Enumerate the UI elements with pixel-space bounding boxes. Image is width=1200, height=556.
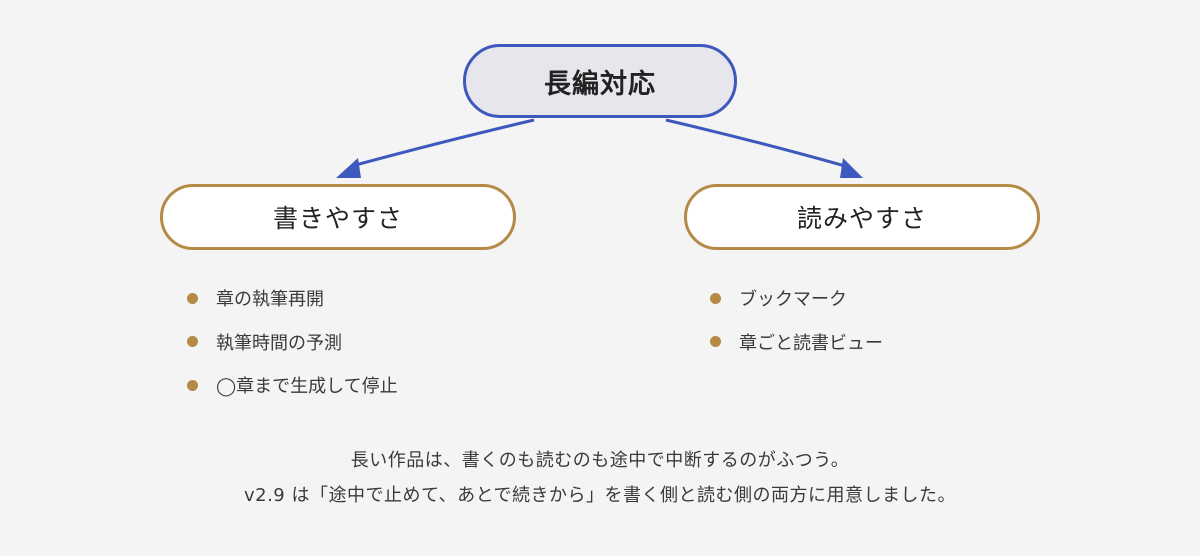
connector-right-line	[665, 118, 846, 168]
list-item: 章ごと読書ビュー	[710, 328, 883, 356]
writing-feature-list: 章の執筆再開 執筆時間の予測 ◯章まで生成して停止	[187, 284, 398, 415]
arrowhead-right-icon	[840, 158, 863, 178]
list-item: 章の執筆再開	[187, 284, 398, 312]
root-label: 長編対応	[544, 68, 656, 100]
list-item: 執筆時間の予測	[187, 328, 398, 356]
branch-label-writing: 書きやすさ	[272, 204, 403, 233]
branch-node-reading: 読みやすさ	[684, 184, 1040, 250]
footer-line-2: v2.9 は「途中で止めて、あとで続きから」を書く側と読む側の両方に用意しました…	[243, 485, 957, 506]
list-item: ブックマーク	[710, 284, 883, 312]
reading-feature-list: ブックマーク 章ごと読書ビュー	[710, 284, 883, 371]
bullet-dot-icon	[187, 379, 198, 391]
connector-left-line	[351, 118, 535, 168]
bullet-dot-icon	[187, 292, 198, 304]
list-item-text: 章の執筆再開	[216, 289, 324, 310]
list-item-text: ◯章まで生成して停止	[216, 376, 398, 397]
list-item: ◯章まで生成して停止	[187, 371, 398, 399]
branch-label-reading: 読みやすさ	[796, 204, 927, 233]
footer-line-1: 長い作品は、書くのも読むのも途中で中断するのがふつう。	[350, 450, 850, 471]
root-node: 長編対応	[463, 44, 737, 118]
bullet-dot-icon	[710, 292, 721, 304]
list-item-text: 執筆時間の予測	[216, 332, 342, 354]
bullet-dot-icon	[710, 336, 721, 347]
branch-node-writing: 書きやすさ	[160, 184, 516, 250]
bullet-dot-icon	[187, 336, 198, 347]
list-item-text: ブックマーク	[739, 289, 847, 310]
list-item-text: 章ごと読書ビュー	[739, 332, 883, 354]
arrowhead-left-icon	[336, 158, 361, 178]
